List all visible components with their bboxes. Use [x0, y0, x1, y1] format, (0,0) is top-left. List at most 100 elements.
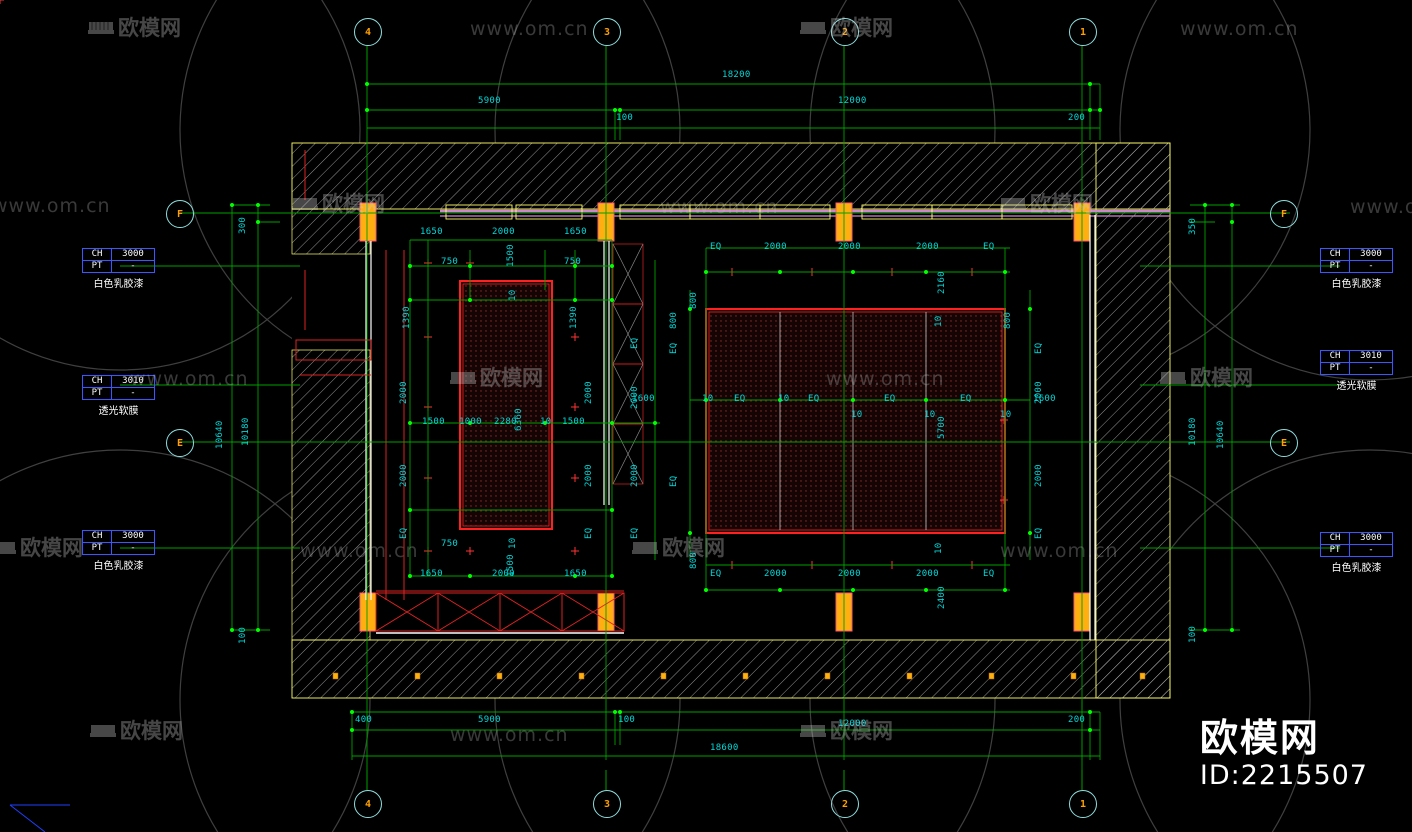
grid-bubble-bottom-3[interactable]: 3: [593, 790, 621, 818]
ceiling-label-left-1[interactable]: CH 3000 PT - 白色乳胶漆: [82, 248, 155, 290]
dim-rp-mid-eq-b: EQ: [808, 394, 820, 404]
watermark-logo-text: 欧模网: [480, 366, 543, 390]
ch-value: 3000: [111, 248, 155, 261]
dim-right-100: 100: [1188, 625, 1198, 643]
grid-bubble-label: F: [1280, 208, 1288, 220]
dim-rp-mid-10e: 10: [1000, 410, 1012, 420]
grid-bubble-bottom-2[interactable]: 2: [831, 790, 859, 818]
pt-key: PT: [1320, 362, 1350, 375]
dim-lp-top-1650b: 1650: [564, 227, 587, 237]
ceiling-label-right-1[interactable]: CH 3000 PT - 白色乳胶漆: [1320, 248, 1393, 290]
dim-bottom-5900: 5900: [478, 715, 501, 725]
dim-top-overall: 18200: [722, 70, 751, 80]
ch-key: CH: [1320, 532, 1350, 545]
pt-key: PT: [82, 542, 112, 555]
grid-bubble-label: 4: [364, 798, 372, 810]
dim-rp-1600-b: 1600: [632, 394, 655, 404]
dim-left-10180: 10180: [241, 417, 251, 446]
dim-rp-2160: 2160: [937, 271, 947, 294]
dim-lp-top-1650a: 1650: [420, 227, 443, 237]
dim-lp-bot-1500: 1500: [506, 554, 516, 577]
watermark-logo: 欧模网: [90, 715, 183, 745]
sofa-icon: [1160, 372, 1186, 384]
dim-rp-bot-eq-b: EQ: [983, 569, 995, 579]
dim-rp-mid-10d: 10: [924, 410, 936, 420]
sofa-icon: [800, 22, 826, 34]
dim-bottom-overall: 18600: [710, 743, 739, 753]
dim-rp-800-a: 800: [689, 291, 699, 309]
ceiling-label-left-3[interactable]: CH 3000 PT - 白色乳胶漆: [82, 530, 155, 572]
brand-id: ID:2215507: [1199, 760, 1368, 791]
brand-block: 欧模网 ID:2215507: [1200, 716, 1368, 792]
grid-bubble-right-e[interactable]: E: [1270, 429, 1298, 457]
grid-bubble-label: 1: [1079, 798, 1087, 810]
grid-bubble-label: E: [176, 437, 184, 449]
watermark-logo-text: 欧模网: [120, 719, 183, 743]
watermark-url: www.om.cn: [0, 195, 111, 217]
ch-value: 3000: [1349, 532, 1393, 545]
watermark-logo-text: 欧模网: [830, 719, 893, 743]
ceiling-finish-caption: 白色乳胶漆: [93, 279, 144, 290]
dim-bottom-12000: 12000: [838, 719, 867, 729]
sofa-icon: [0, 542, 16, 554]
grid-bubble-top-3[interactable]: 3: [593, 18, 621, 46]
dim-lp-750-a: 750: [441, 257, 459, 267]
watermark-url: www.om.cn: [660, 196, 779, 218]
dim-rp-bot-2000c: 2000: [916, 569, 939, 579]
grid-bubble-left-f[interactable]: F: [166, 200, 194, 228]
grid-bubble-bottom-4[interactable]: 4: [354, 790, 382, 818]
ceiling-label-right-2[interactable]: CH 3010 PT - 透光软膜: [1320, 350, 1393, 392]
dim-rp-eq-d: EQ: [669, 475, 679, 487]
grid-bubble-bottom-1[interactable]: 1: [1069, 790, 1097, 818]
grid-bubble-label: E: [1280, 437, 1288, 449]
dim-rp-top-2000a: 2000: [764, 242, 787, 252]
ceiling-label-right-3[interactable]: CH 3000 PT - 白色乳胶漆: [1320, 532, 1393, 574]
watermark-url: www.om.cn: [1350, 196, 1412, 218]
grid-bubble-left-e[interactable]: E: [166, 429, 194, 457]
pt-value: -: [1349, 362, 1393, 375]
sofa-icon: [800, 725, 826, 737]
ceiling-label-left-2[interactable]: CH 3010 PT - 透光软膜: [82, 375, 155, 417]
dim-rp-mid-eq-c: EQ: [884, 394, 896, 404]
ch-value: 3010: [1349, 350, 1393, 363]
dim-lp-mid-1500a: 1500: [422, 417, 445, 427]
dim-bottom-200: 200: [1068, 715, 1086, 725]
dim-lp-bot-1650a: 1650: [420, 569, 443, 579]
dim-lp-bot-10: 10: [508, 537, 518, 549]
pt-value: -: [111, 387, 155, 400]
dim-rp-top-eq-b: EQ: [983, 242, 995, 252]
pt-key: PT: [1320, 544, 1350, 557]
watermark-url: www.om.cn: [130, 368, 249, 390]
dim-top-12000: 12000: [838, 96, 867, 106]
grid-bubble-top-4[interactable]: 4: [354, 18, 382, 46]
watermark-logo: 欧模网: [632, 532, 725, 562]
watermark-logo: 欧模网: [1000, 188, 1093, 218]
grid-bubble-right-f[interactable]: F: [1270, 200, 1298, 228]
dim-lp-bot-2000: 2000: [492, 569, 515, 579]
dim-rp-5700: 5700: [937, 416, 947, 439]
dim-left-100: 100: [238, 626, 248, 644]
dim-rp-eq-c: EQ: [669, 342, 679, 354]
sofa-icon: [632, 542, 658, 554]
dim-rp-top-2000b: 2000: [838, 242, 861, 252]
dim-top-200: 200: [1068, 113, 1086, 123]
watermark-logo: 欧模网: [292, 188, 385, 218]
sofa-icon: [450, 372, 476, 384]
dim-rp-mid-eq-d: EQ: [960, 394, 972, 404]
dim-lp-750-b: 750: [564, 257, 582, 267]
dim-lp-eq-b: EQ: [584, 527, 594, 539]
dim-lp-2000-b: 2000: [399, 464, 409, 487]
grid-bubble-top-1[interactable]: 1: [1069, 18, 1097, 46]
ch-key: CH: [1320, 350, 1350, 363]
ch-key: CH: [1320, 248, 1350, 261]
dim-rp-eq-a: EQ: [1034, 342, 1044, 354]
grid-bubble-top-2[interactable]: 2: [831, 18, 859, 46]
grid-bubble-label: 2: [841, 26, 849, 38]
dim-lp-2000-c: 2000: [584, 381, 594, 404]
dim-lp-6360: 6360: [514, 408, 524, 431]
watermark-logo-text: 欧模网: [662, 536, 725, 560]
watermark-url: www.om.cn: [1180, 18, 1299, 40]
dim-bottom-100: 100: [618, 715, 636, 725]
